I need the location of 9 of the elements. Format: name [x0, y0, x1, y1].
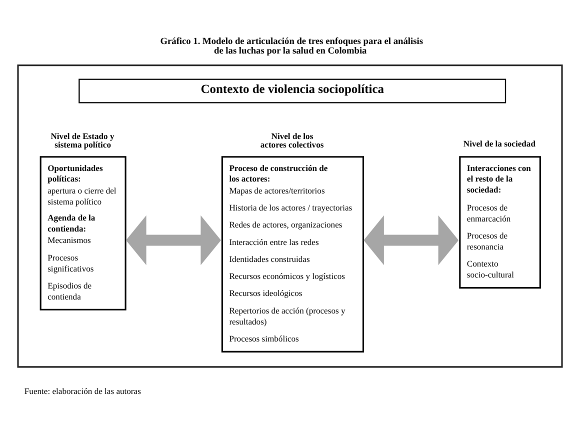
diagram-title: Gráfico 1. Modelo de articulación de tres enfoques para el análisis de las luchas por la salud en Colombia: [160, 36, 423, 56]
arrow: [126, 214, 221, 265]
node-label: Nivel de la sociedad: [463, 138, 536, 148]
arrow: [364, 214, 459, 265]
node-label: Nivel de Estado y sistema político: [50, 130, 114, 149]
caption: Fuente: elaboración de las autoras: [24, 386, 141, 396]
cluster: [17, 64, 563, 368]
node-box: Contexto de violencia sociopolítica: [78, 78, 506, 103]
node-label: Nivel de los actores colectivos: [260, 130, 324, 149]
